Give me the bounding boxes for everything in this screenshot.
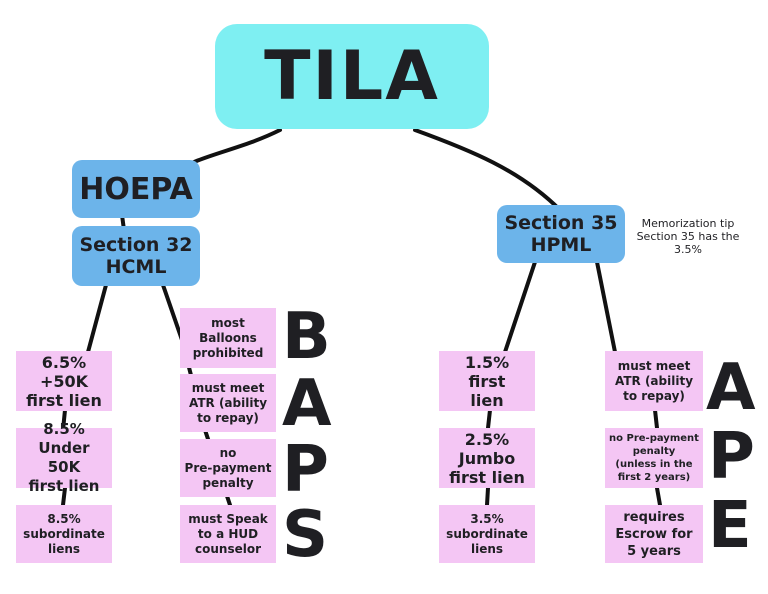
hoepa-box: HOEPA (72, 160, 200, 218)
mnemonic-letter-e: E (708, 489, 752, 563)
section-35-box: Section 35 HPML (497, 205, 625, 263)
rate-card-2-5-jumbo: 2.5% Jumbo first lien (439, 428, 535, 488)
mnemonic-letter-a-right: A (706, 351, 756, 425)
mnemonic-letter-p-left: P (282, 433, 329, 507)
rate-card-8-5-under-50k: 8.5% Under 50K first lien (16, 420, 112, 495)
rate-card-1-5: 1.5% first lien (439, 351, 535, 411)
rule-card-balloons: most Balloons prohibited (180, 308, 276, 368)
rule-card-atr-right: must meet ATR (ability to repay) (605, 351, 703, 411)
section-32-box: Section 32 HCML (72, 226, 200, 286)
rule-card-atr: must meet ATR (ability to repay) (180, 374, 276, 432)
mnemonic-letter-b: B (282, 300, 331, 374)
rate-card-6-5: 6.5% +50K first lien (16, 351, 112, 411)
rule-card-hud: must Speak to a HUD counselor (180, 505, 276, 563)
mnemonic-letter-s: S (282, 498, 329, 572)
rule-card-prepayment: no Pre-payment penalty (180, 439, 276, 497)
mnemonic-letter-p-right: P (708, 420, 755, 494)
rule-card-escrow: requires Escrow for 5 years (605, 505, 703, 563)
mnemonic-letter-a-left: A (282, 367, 332, 441)
tila-title: TILA (215, 24, 489, 129)
memorization-tip: Memorization tip Section 35 has the 3.5% (636, 217, 740, 256)
rate-card-8-5-subordinate: 8.5% subordinate liens (16, 505, 112, 563)
rate-card-3-5: 3.5% subordinate liens (439, 505, 535, 563)
rule-card-prepayment-right: no Pre-payment penalty (unless in the fi… (605, 428, 703, 488)
